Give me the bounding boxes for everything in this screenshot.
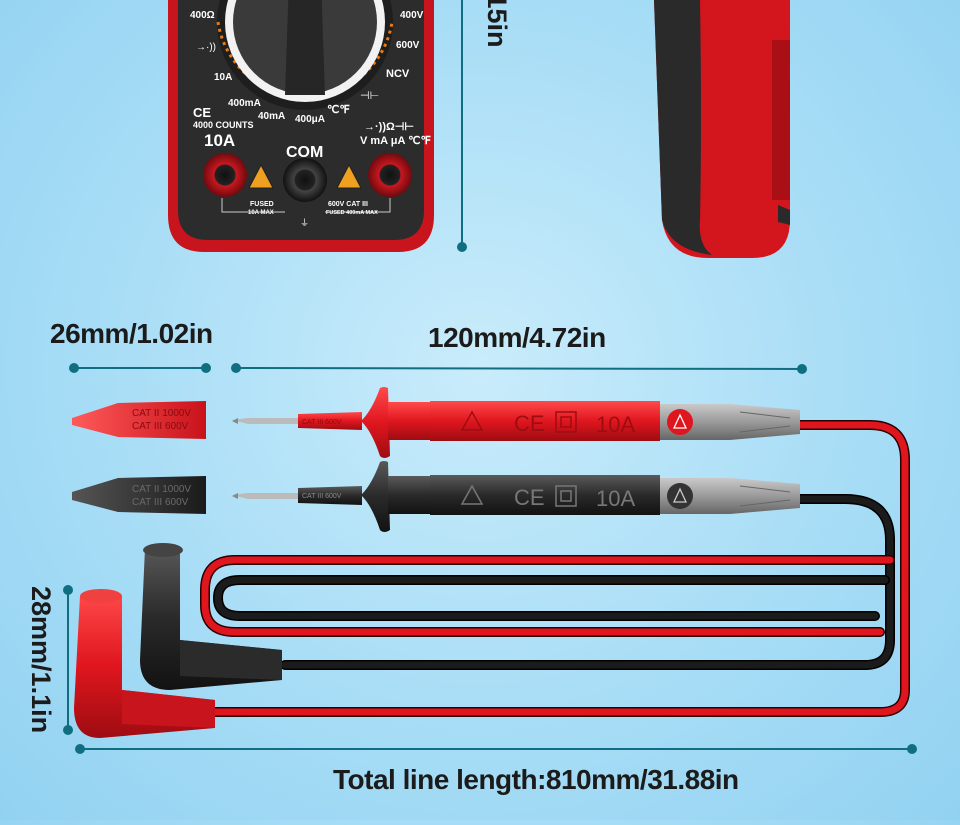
dial-label-ncv: NCV	[386, 68, 410, 80]
jack-v	[368, 153, 412, 197]
dial-label-temp: ℃℉	[327, 104, 350, 116]
dial-label-400ma: 400mA	[228, 98, 261, 109]
ce-mark: CE	[193, 105, 211, 120]
red-probe-cap: CAT II 1000V CAT III 600V	[72, 401, 206, 439]
port-com-label: COM	[286, 144, 323, 161]
diode-icon: →·))	[196, 42, 216, 53]
black-probe-warning-icon	[460, 484, 484, 505]
dial-label-600v: 600V	[396, 40, 420, 51]
red-probe-rating: 10A	[596, 412, 635, 437]
probe-dimension	[231, 363, 807, 374]
counts-label: 4000 COUNTS	[193, 120, 254, 130]
height-label: .15in	[482, 0, 512, 48]
dial-label-cap: ⊣⊢	[360, 90, 379, 102]
ground-icon: ⏚	[300, 218, 309, 228]
dial-label-ohm: 400Ω	[190, 10, 215, 21]
warning-icon-right	[336, 163, 362, 189]
multimeter-front: 400Ω 400V 600V →·)) 10A NCV ⊣⊢ 400mA 40m…	[168, 0, 434, 252]
cap-length-label: 26mm/1.02in	[50, 318, 213, 349]
port-v-symbols: →·))Ω⊣⊢	[364, 120, 414, 133]
total-length-dimension	[75, 744, 917, 754]
black-probe-double-insulation-icon	[555, 485, 577, 507]
jack-10a	[203, 153, 247, 197]
warning-icon-left	[248, 163, 274, 189]
black-probe-cap: CAT II 1000V CAT III 600V	[72, 476, 206, 514]
plug-dimension	[63, 585, 73, 735]
red-probe-ce: CE	[514, 411, 545, 436]
dial-label-400v: 400V	[400, 10, 424, 21]
cap-dimension	[69, 363, 211, 373]
red-banana-plug	[74, 589, 215, 738]
dial-label-10a: 10A	[214, 72, 232, 83]
fuse-left-label: FUSED	[250, 201, 274, 208]
port-10a-label: 10A	[204, 131, 235, 150]
red-probe-warning-icon	[460, 410, 484, 431]
plug-height-label: 28mm/1.1in	[26, 586, 56, 734]
black-cap-text-2: CAT III 600V	[132, 497, 189, 508]
red-probe-double-insulation-icon	[555, 411, 577, 433]
height-dimension	[457, 0, 467, 252]
test-lead-cables	[200, 420, 910, 717]
red-cap-text-2: CAT III 600V	[132, 421, 189, 432]
black-probe: CAT III 600V CE 10A	[232, 461, 800, 532]
red-probe: CAT III 600V CE 10A	[232, 387, 800, 458]
red-cap-text-1: CAT II 1000V	[132, 408, 191, 419]
black-probe-rating: 10A	[596, 486, 635, 511]
black-banana-plug	[140, 543, 282, 690]
red-probe-tip-rating: CAT III 600V	[302, 419, 342, 426]
fuse-left-sub: 10A MAX	[248, 210, 274, 216]
port-v-label: V mA μA ℃℉	[360, 135, 431, 147]
total-length-label: Total line length:810mm/31.88in	[333, 764, 739, 795]
probe-length-label: 120mm/4.72in	[428, 322, 606, 353]
jack-com	[283, 158, 327, 202]
fuse-right-label: 600V CAT III	[328, 201, 368, 208]
black-cap-text-1: CAT II 1000V	[132, 484, 191, 495]
fuse-right-sub: FUSED 400mA MAX	[326, 210, 378, 216]
dial-label-40ma: 40mA	[258, 111, 285, 122]
red-probe-badge-warning-icon	[672, 413, 688, 429]
black-probe-tip-rating: CAT III 600V	[302, 493, 342, 500]
black-probe-ce: CE	[514, 485, 545, 510]
black-probe-badge-warning-icon	[672, 487, 688, 503]
dial-label-400ua: 400μA	[295, 114, 325, 125]
multimeter-side	[654, 0, 790, 258]
